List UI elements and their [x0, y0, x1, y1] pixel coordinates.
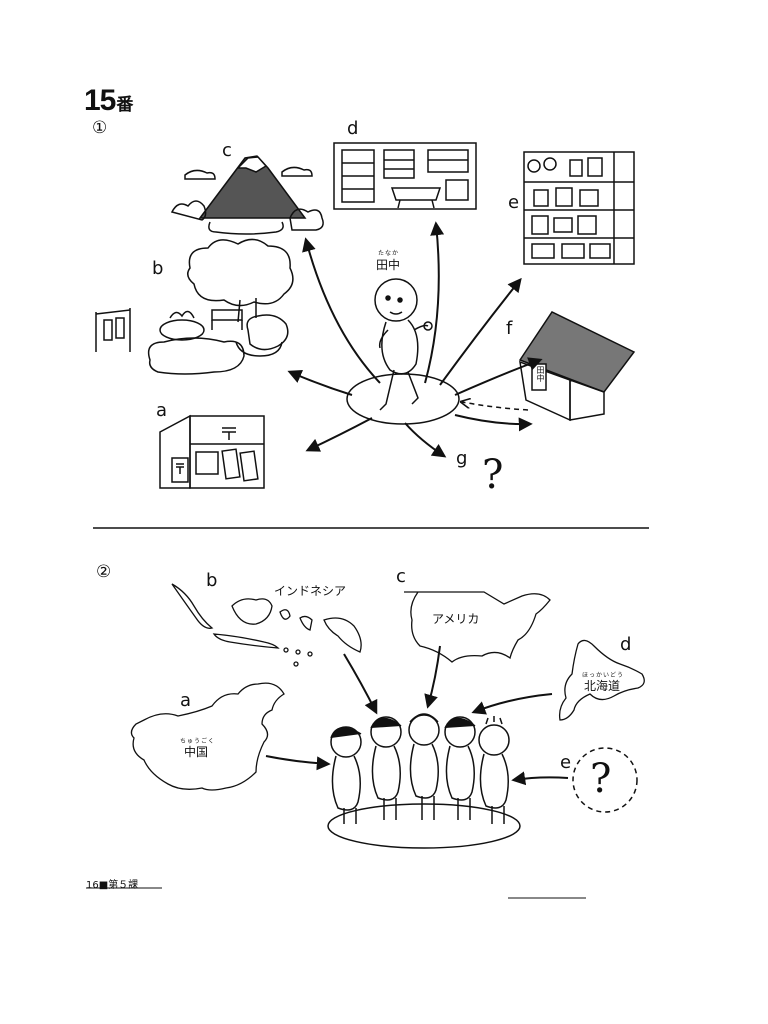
s1-label-d: d [347, 118, 358, 139]
s1-label-c: c [222, 140, 232, 161]
library-icon [334, 143, 476, 209]
america-label: アメリカ [432, 610, 479, 627]
indonesia-label: インドネシア [274, 582, 346, 599]
group-of-people [328, 714, 520, 848]
hokkaido-label: 北海道 [584, 677, 620, 694]
page-footer: 16■第５課 [86, 876, 138, 891]
section2-arrows [266, 646, 568, 780]
s2-label-c: c [396, 566, 406, 587]
section1-marker: ① [92, 118, 107, 138]
footer-lesson: 第５課 [108, 880, 138, 891]
tanaka-name: 田中 [376, 256, 400, 273]
s2-label-d: d [620, 634, 631, 655]
house-nameplate: 田中 [533, 366, 545, 382]
section2-marker: ② [96, 562, 111, 582]
s1-question-mark: ? [482, 452, 503, 498]
park-icon [96, 239, 293, 374]
s2-label-a: a [180, 690, 191, 711]
s2-question-mark: ? [590, 756, 611, 802]
section1-arrows [290, 224, 540, 456]
s2-label-e: e [560, 752, 571, 773]
s1-label-f: f [506, 318, 512, 339]
store-shelves-icon [524, 152, 634, 264]
s1-label-b: b [152, 258, 163, 279]
s1-label-g: g [456, 448, 467, 469]
usa-map [404, 592, 550, 662]
china-label: 中国 [184, 743, 208, 760]
post-office-icon [160, 416, 264, 488]
s2-label-b: b [206, 570, 217, 591]
s1-label-a: a [156, 400, 167, 421]
question-number-suffix: 番 [116, 95, 132, 114]
s1-label-e: e [508, 192, 519, 213]
footer-page-number: 16 [86, 880, 99, 891]
tanaka-figure [347, 279, 459, 424]
question-number: 15番 [84, 84, 132, 118]
mountain-icon [172, 156, 323, 234]
question-number-value: 15 [84, 84, 115, 117]
footer-square-icon: ■ [99, 880, 108, 891]
